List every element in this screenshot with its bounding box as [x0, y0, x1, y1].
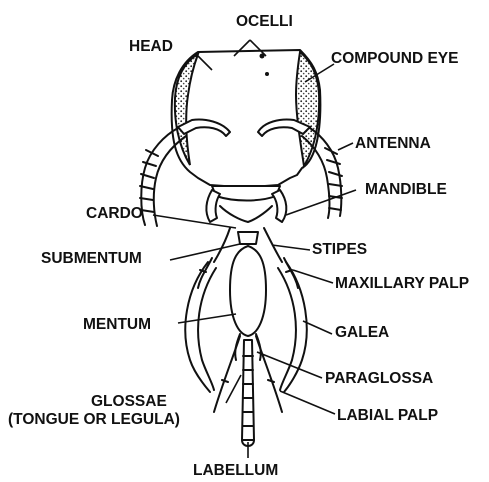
label-ocelli: OCELLI: [236, 13, 293, 30]
label-glossae: GLOSSAE: [91, 393, 167, 410]
label-head: HEAD: [129, 38, 173, 55]
cardo: [220, 206, 272, 222]
label-galea: GALEA: [335, 324, 389, 341]
label-labellum: LABELLUM: [193, 462, 278, 479]
label-compound-eye: COMPOUND EYE: [331, 50, 458, 67]
label-maxillary-palp: MAXILLARY PALP: [335, 275, 469, 292]
clypeus: [212, 186, 280, 201]
label-submentum: SUBMENTUM: [41, 250, 142, 267]
label-antenna: ANTENNA: [355, 135, 431, 152]
label-labial-palp: LABIAL PALP: [337, 407, 438, 424]
label-mandible: MANDIBLE: [365, 181, 447, 198]
submentum: [238, 232, 258, 244]
mandible-right: [272, 190, 286, 222]
mandible-left: [206, 190, 220, 222]
label-paraglossa: PARAGLOSSA: [325, 370, 433, 387]
label-cardo: CARDO: [86, 205, 143, 222]
galea-right: [278, 262, 307, 392]
label-mentum: MENTUM: [83, 316, 151, 333]
label-stipes: STIPES: [312, 241, 367, 258]
mentum: [230, 246, 266, 336]
label-glossae-sub: (TONGUE OR LEGULA): [8, 411, 180, 428]
